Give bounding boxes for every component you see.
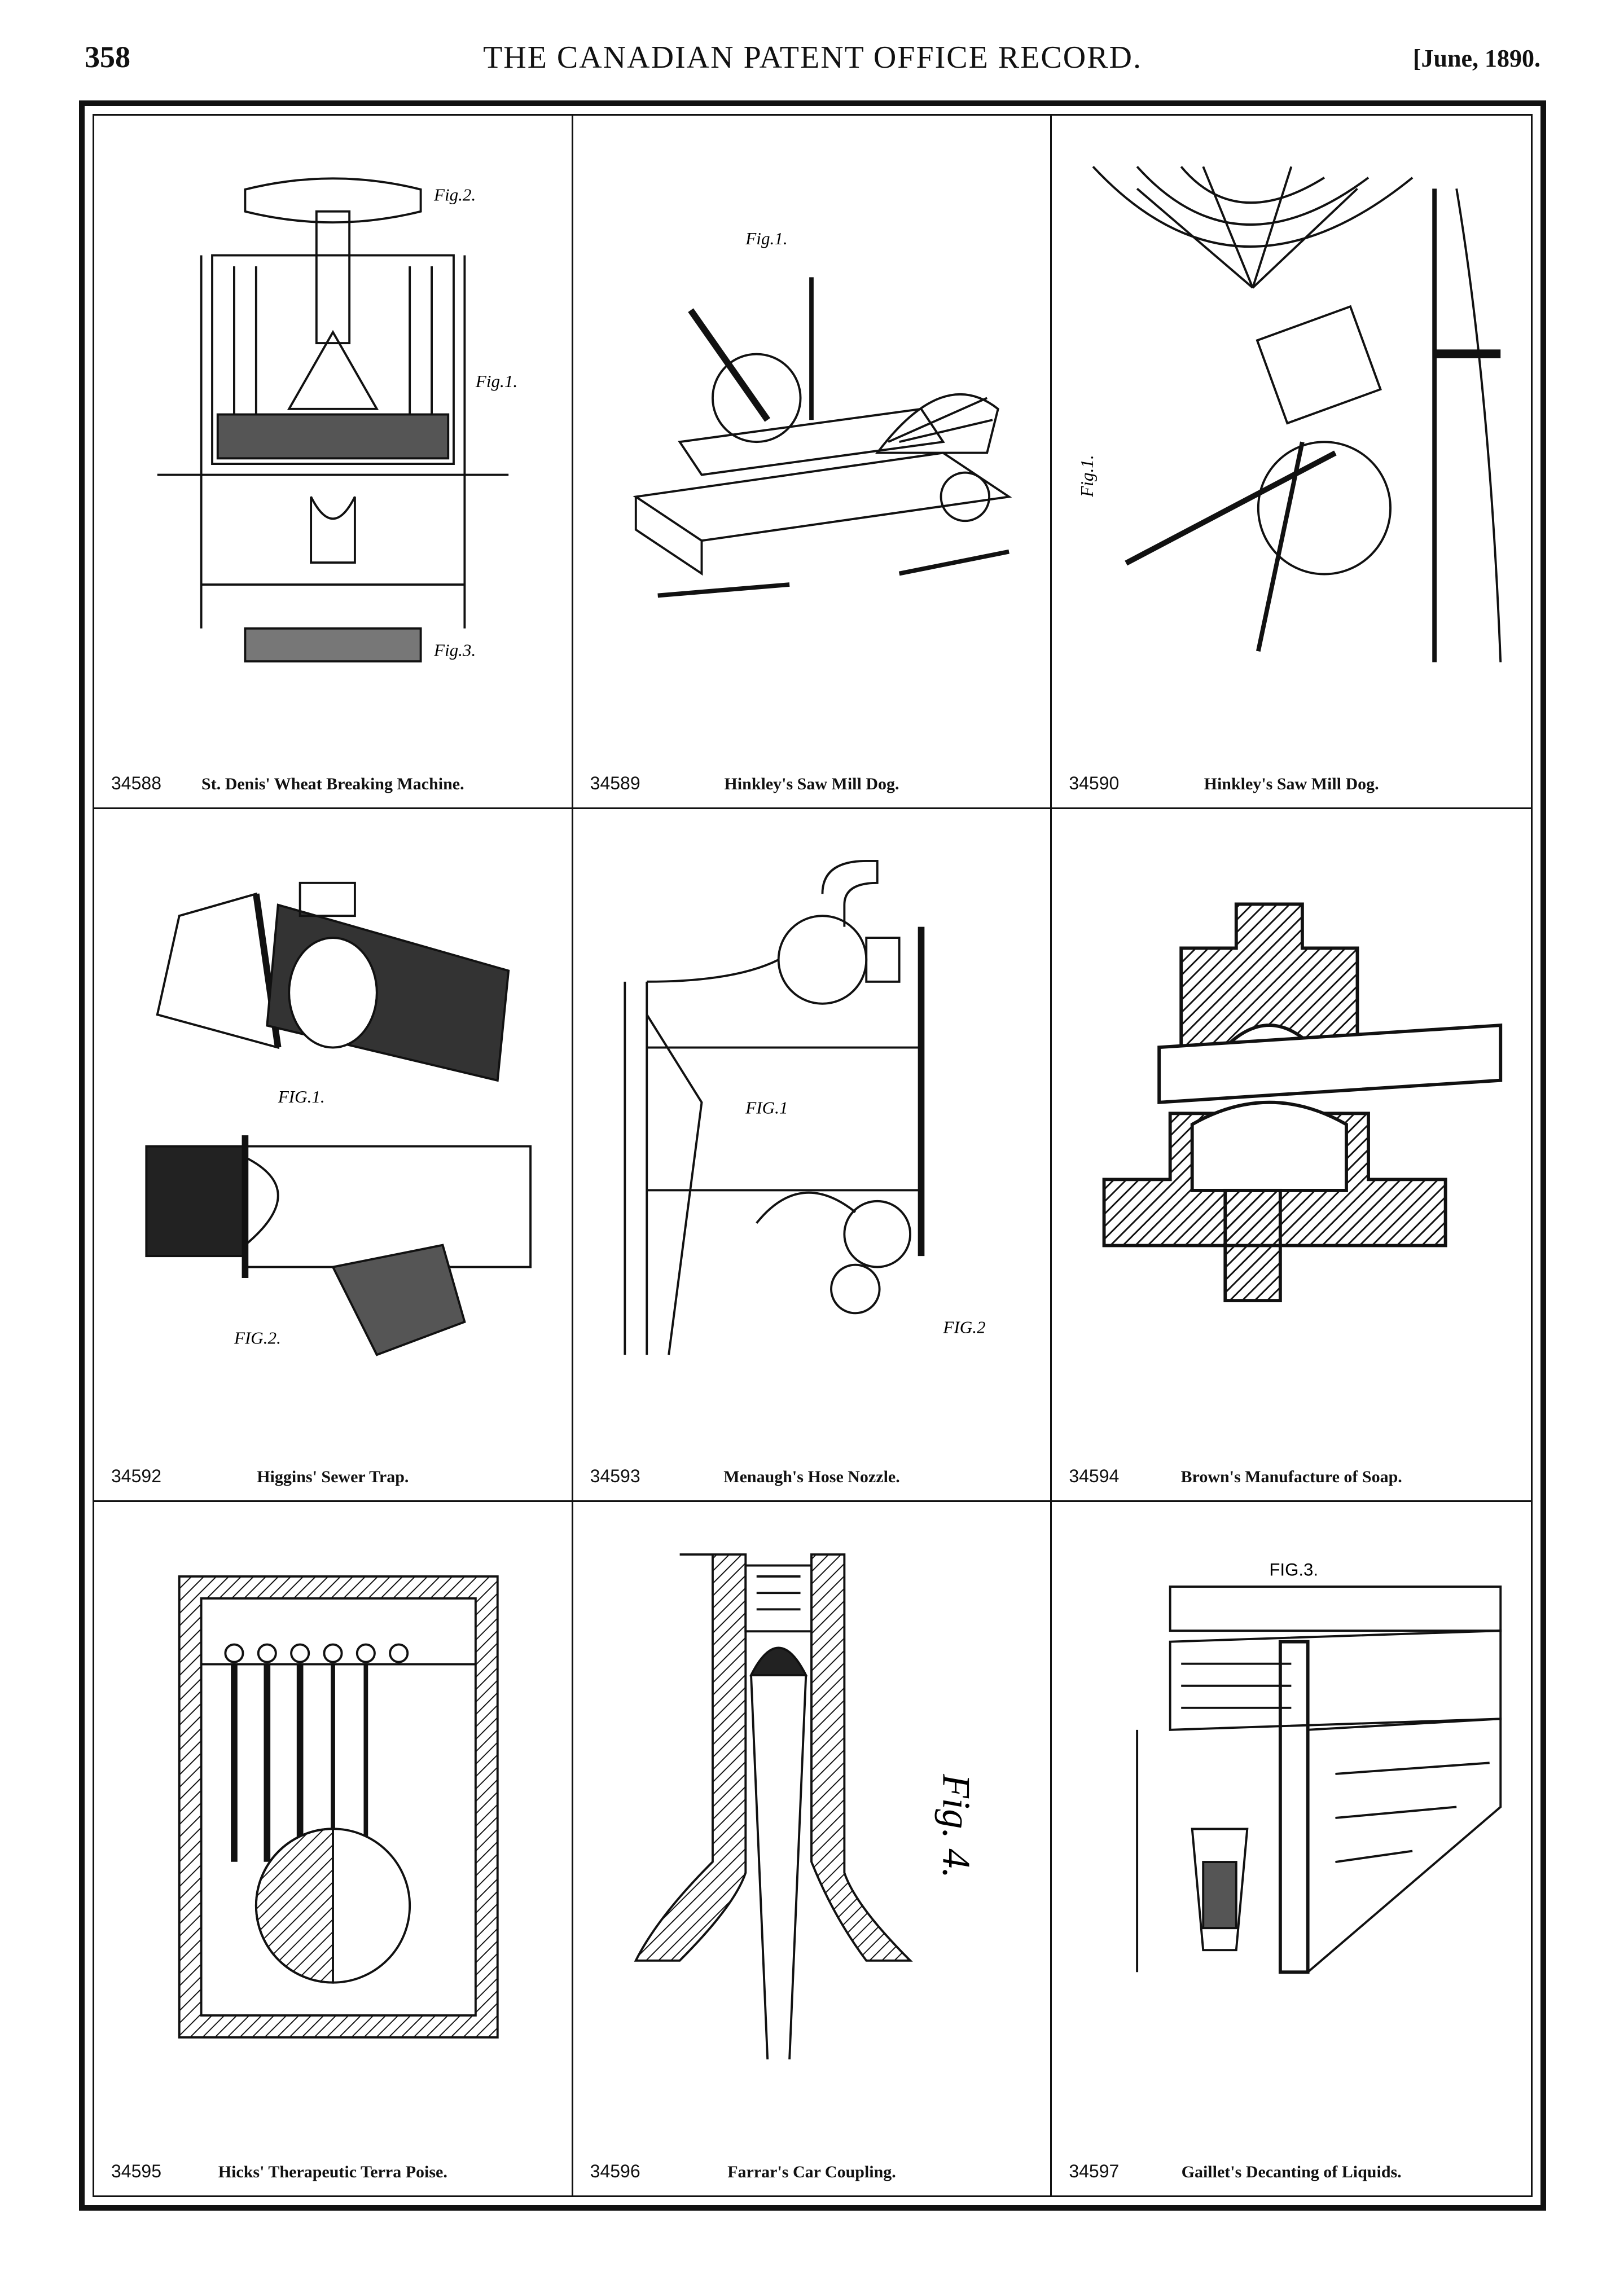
patent-number: 34595 (111, 2160, 161, 2181)
patent-cell: Fig. 4. 34596 Farrar's Car Coupling. (573, 1502, 1052, 2195)
fig-label: Fig.1. (475, 371, 517, 391)
fig-label: FIG.2 (943, 1317, 986, 1337)
patent-cell: FIG.3. 34597 Gaillet's Decanting of Liqu… (1052, 1502, 1531, 2195)
decanting-liquids-drawing: FIG.3. (1136, 1560, 1502, 1974)
issue-date: [June, 1890. (1412, 45, 1540, 72)
patent-cell: FIG.1 FIG.2 34593 Menaugh's Hose Nozzle. (573, 809, 1052, 1503)
patent-number: 34592 (111, 1466, 161, 1487)
patent-title: Farrar's Car Coupling. (727, 2162, 896, 2181)
page-header: 358 THE CANADIAN PATENT OFFICE RECORD. [… (85, 39, 1540, 102)
patent-title: Hicks' Therapeutic Terra Poise. (218, 2162, 447, 2181)
patent-title: Brown's Manufacture of Soap. (1180, 1468, 1402, 1487)
fig-label: Fig.2. (433, 185, 476, 204)
patent-cell: FIG.1. FIG.2. 34592 Higgins' Sewer Trap. (94, 809, 573, 1503)
fig-label: Fig.3. (433, 640, 476, 660)
patent-number: 34594 (1069, 1466, 1120, 1487)
car-coupling-drawing: Fig. 4. (634, 1553, 978, 2060)
page-title: THE CANADIAN PATENT OFFICE RECORD. (483, 40, 1142, 75)
patent-title: Hinkley's Saw Mill Dog. (1204, 774, 1379, 793)
patent-caption: 34593 Menaugh's Hose Nozzle. (590, 1459, 1034, 1487)
patent-title: Hinkley's Saw Mill Dog. (724, 774, 899, 793)
patent-caption: 34597 Gaillet's Decanting of Liquids. (1069, 2154, 1514, 2182)
patent-number: 34596 (590, 2160, 640, 2181)
fig-label: Fig.1. (1077, 455, 1097, 498)
patent-caption: 34596 Farrar's Car Coupling. (590, 2154, 1034, 2182)
sewer-trap-drawing: FIG.1. FIG.2. (145, 881, 532, 1356)
patent-cell: 34594 Brown's Manufacture of Soap. (1052, 809, 1531, 1503)
patent-title: Higgins' Sewer Trap. (257, 1468, 409, 1487)
patent-cell: Fig.1. 34590 Hinkley's Saw Mill Dog. (1052, 116, 1531, 809)
fig-label: FIG.2. (234, 1328, 281, 1347)
patent-title: St. Denis' Wheat Breaking Machine. (201, 774, 464, 793)
patent-cell: Fig.1. 34589 Hinkley's Saw Mill Dog. (573, 116, 1052, 809)
saw-mill-dog-drawing: Fig.1. (1077, 166, 1502, 662)
patent-caption: 34594 Brown's Manufacture of Soap. (1069, 1459, 1514, 1487)
fig-label: FIG.1. (278, 1086, 325, 1106)
patent-number: 34588 (111, 772, 161, 793)
patent-number: 34597 (1069, 2160, 1120, 2181)
hose-nozzle-drawing: FIG.1 FIG.2 (624, 859, 986, 1355)
patent-caption: 34589 Hinkley's Saw Mill Dog. (590, 766, 1034, 794)
patent-caption: 34592 Higgins' Sewer Trap. (111, 1459, 555, 1487)
patent-cell: 34595 Hicks' Therapeutic Terra Poise. (94, 1502, 573, 2195)
patent-grid: Fig.2. Fig.1. Fig.3. 34588 St. Denis' Wh… (93, 114, 1533, 2197)
patent-grid-frame: Fig.2. Fig.1. Fig.3. 34588 St. Denis' Wh… (79, 100, 1546, 2211)
wheat-breaking-machine-drawing: Fig.2. Fig.1. Fig.3. (157, 177, 517, 663)
therapeutic-terra-poise-drawing (178, 1575, 499, 2039)
saw-mill-dog-drawing: Fig.1. (633, 229, 1012, 598)
fig-label: FIG.1 (745, 1097, 788, 1117)
patent-title: Menaugh's Hose Nozzle. (723, 1468, 900, 1487)
patent-title: Gaillet's Decanting of Liquids. (1181, 2162, 1402, 2181)
patent-number: 34589 (590, 772, 640, 793)
fig-label: FIG.3. (1270, 1560, 1319, 1580)
patent-caption: 34590 Hinkley's Saw Mill Dog. (1069, 766, 1514, 794)
fig-label: Fig.1. (745, 229, 788, 248)
patent-number: 34590 (1069, 772, 1120, 793)
page-number: 358 (85, 40, 130, 74)
soap-manufacture-drawing (1102, 902, 1503, 1302)
fig-label: Fig. 4. (934, 1774, 978, 1879)
patent-number: 34593 (590, 1466, 640, 1487)
patent-caption: 34595 Hicks' Therapeutic Terra Poise. (111, 2154, 555, 2182)
patent-caption: 34588 St. Denis' Wheat Breaking Machine. (111, 766, 555, 794)
patent-cell: Fig.2. Fig.1. Fig.3. 34588 St. Denis' Wh… (94, 116, 573, 809)
